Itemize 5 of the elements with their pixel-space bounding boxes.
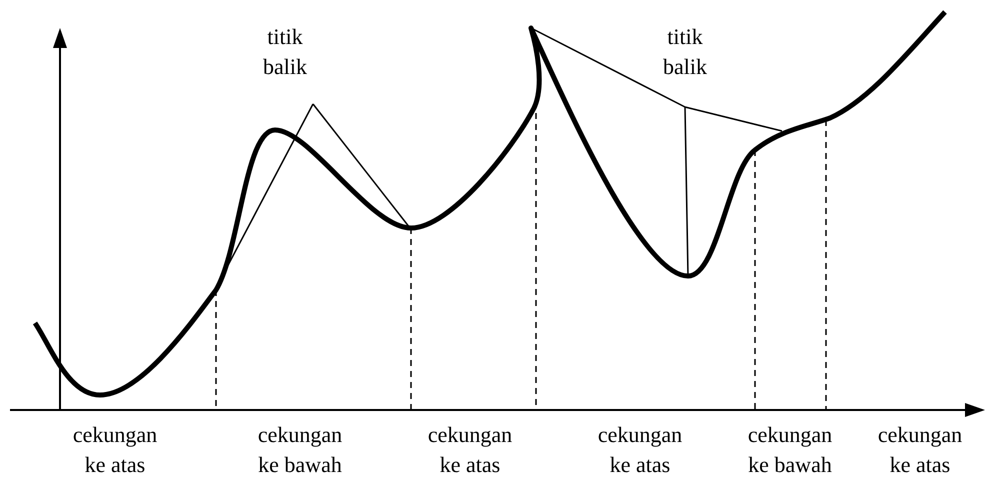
- leader-line: [684, 106, 689, 276]
- callout-label: titik balik: [643, 22, 727, 107]
- leader-line: [684, 106, 782, 132]
- callout-label: titik balik: [243, 22, 327, 104]
- leader-line: [312, 104, 411, 228]
